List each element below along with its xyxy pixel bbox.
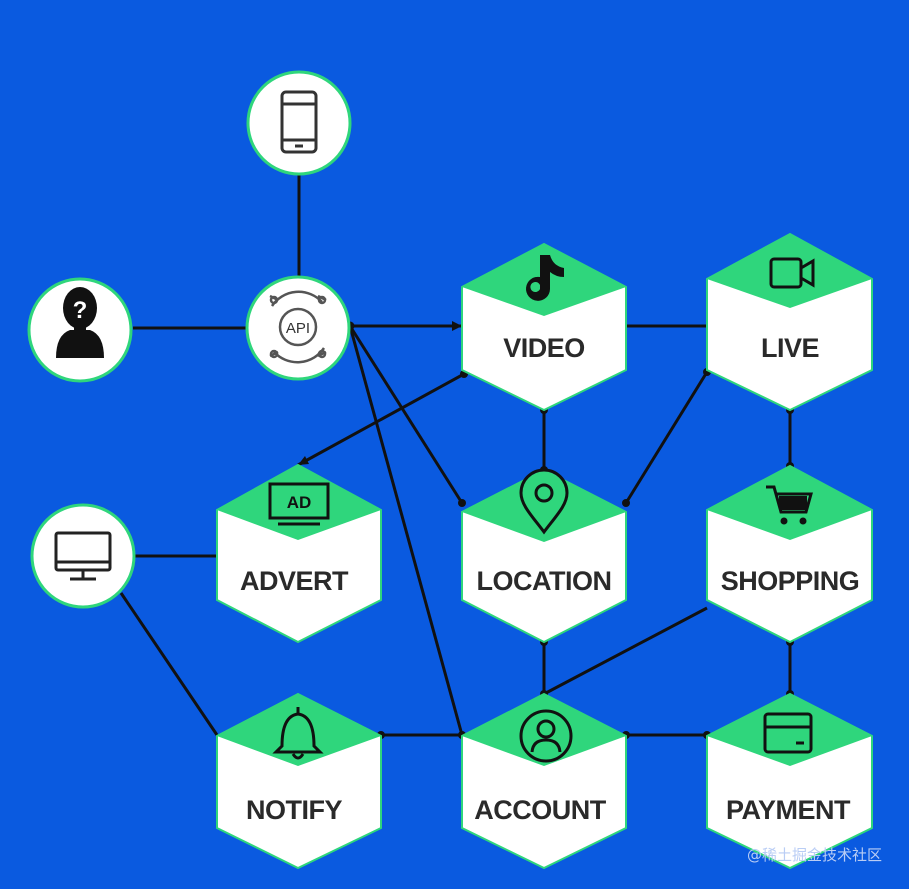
hex-label-payment: PAYMENT	[726, 795, 851, 825]
hex-node-payment[interactable]: PAYMENT	[706, 692, 873, 870]
hex-label-shopping: SHOPPING	[721, 566, 860, 596]
hex-node-shopping[interactable]: SHOPPING	[706, 464, 873, 644]
ad-icon-text: AD	[287, 493, 312, 512]
user-question-icon: ?	[56, 287, 104, 358]
hex-label-video: VIDEO	[503, 333, 585, 363]
map-pin-icon	[519, 468, 569, 535]
ad-billboard-icon	[268, 482, 330, 526]
hex-node-advert[interactable]: AD ADVERT	[216, 463, 382, 644]
node-user: ?	[27, 277, 133, 383]
credit-card-icon	[763, 712, 813, 754]
api-label: API	[286, 320, 310, 337]
api-icon	[269, 290, 327, 364]
hex-node-live[interactable]: LIVE	[706, 232, 873, 412]
hex-node-video[interactable]: VIDEO	[461, 242, 627, 412]
shopping-cart-icon	[766, 485, 813, 525]
tiktok-note-icon	[526, 255, 564, 301]
hex-label-live: LIVE	[761, 333, 819, 363]
hex-label-notify: NOTIFY	[246, 795, 342, 825]
node-monitor	[30, 503, 136, 609]
hex-node-notify[interactable]: NOTIFY	[216, 692, 382, 870]
watermark: @稀土掘金技术社区	[747, 846, 882, 864]
connector-shopping-account	[543, 606, 708, 696]
video-camera-icon	[769, 257, 815, 289]
connectors	[119, 172, 792, 737]
hex-label-account: ACCOUNT	[474, 795, 606, 825]
desktop-monitor-icon	[54, 531, 112, 581]
connector-live-location	[624, 371, 709, 504]
hex-node-account[interactable]: ACCOUNT	[461, 692, 627, 870]
connector-api-location	[348, 325, 464, 504]
node-api[interactable]: API	[245, 275, 351, 381]
connector-api-account	[348, 325, 464, 736]
hex-node-location[interactable]: LOCATION	[461, 468, 627, 644]
user-account-icon	[519, 709, 573, 763]
node-phone	[246, 70, 352, 176]
connector-video-advert	[297, 372, 465, 467]
hex-label-location: LOCATION	[477, 566, 612, 596]
svg-text:?: ?	[73, 297, 88, 324]
smartphone-icon	[280, 90, 318, 154]
hex-label-advert: ADVERT	[240, 566, 349, 596]
connector-monitor-notify	[119, 592, 219, 736]
bell-icon	[272, 707, 324, 760]
